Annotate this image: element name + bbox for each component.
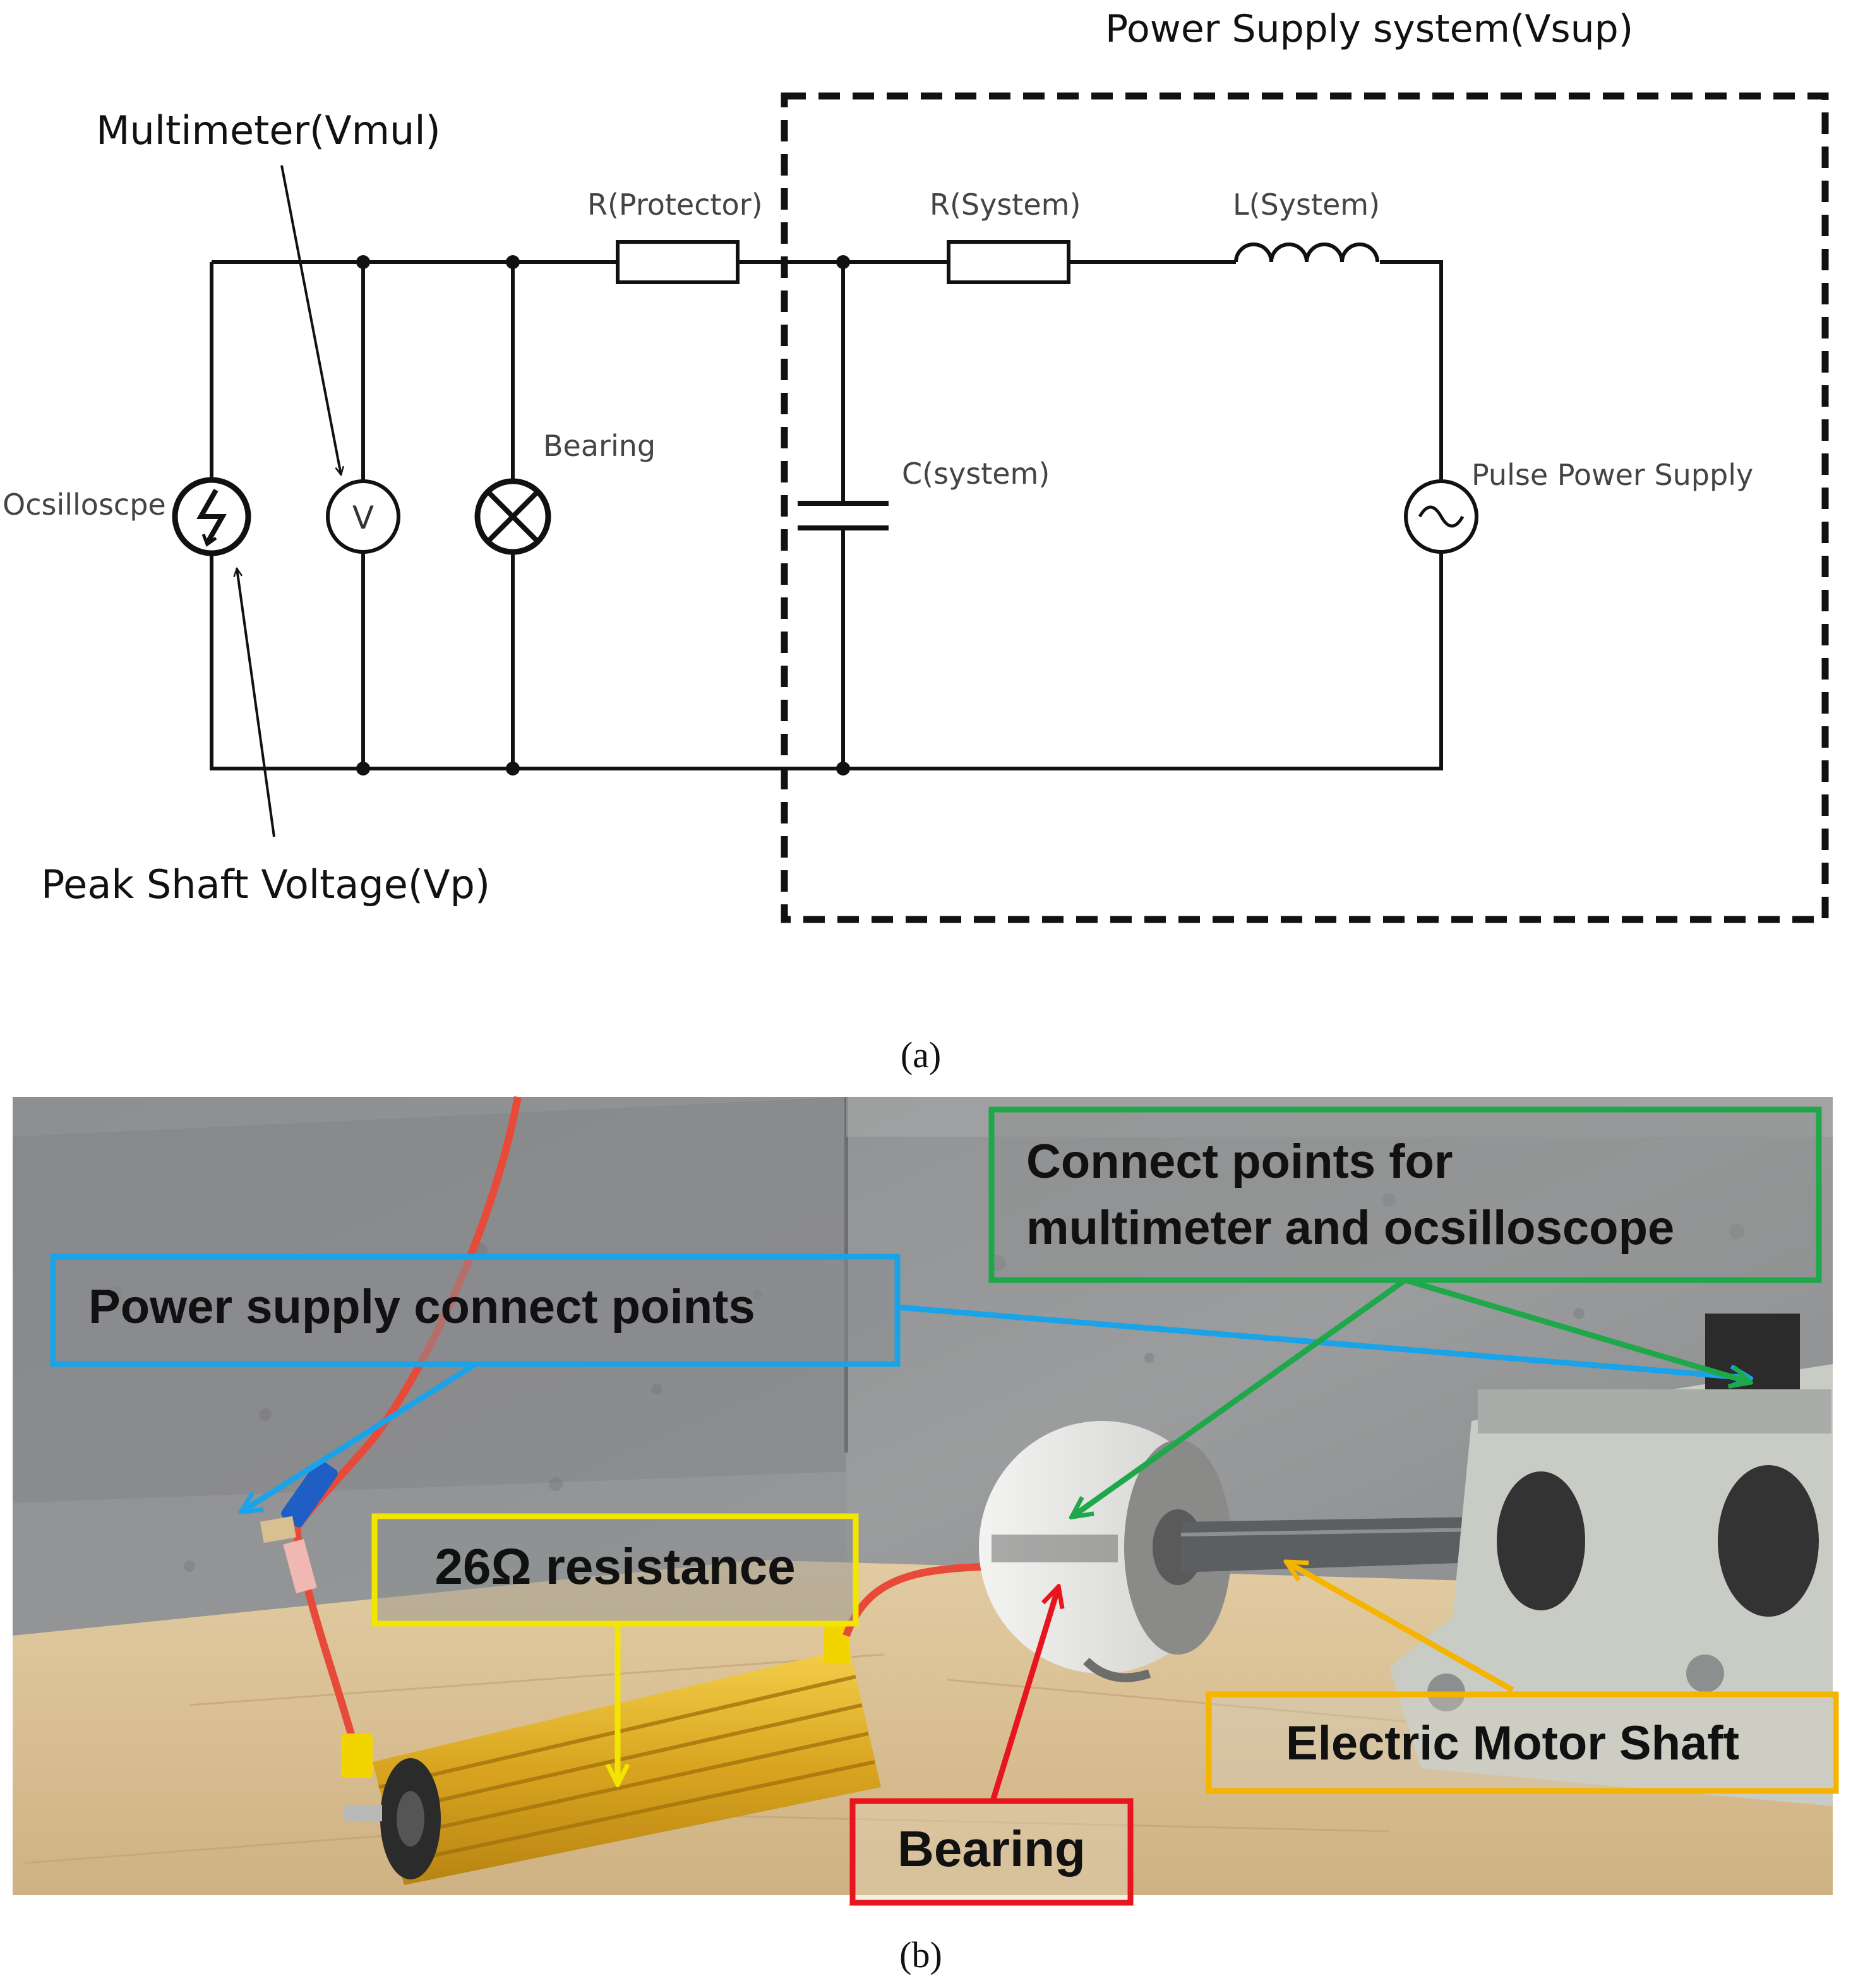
resistor-system: [947, 240, 1070, 284]
oscilloscope-label: Ocsilloscpe: [3, 488, 166, 522]
orange-arrow: [1288, 1563, 1514, 1692]
r-system-label: R(System): [930, 188, 1081, 222]
inductor-system: [1234, 243, 1379, 263]
callout-motor-shaft: Electric Motor Shaft: [1286, 1716, 1739, 1770]
test-rig-photo: Power supply connect points Connect poin…: [13, 1096, 1839, 1906]
power-supply-box-label: Power Supply system(Vsup): [1105, 7, 1633, 51]
l-system-label: L(System): [1233, 188, 1380, 222]
multimeter-label: Multimeter(Vmul): [96, 107, 441, 153]
caption-a: (a): [901, 1034, 941, 1075]
voltmeter-icon: [326, 479, 400, 554]
peak-shaft-arrow: [237, 568, 275, 837]
callout-bearing-box: [849, 1798, 1134, 1906]
callout-resistance-box: [371, 1513, 859, 1627]
power-supply-box: [781, 92, 1829, 923]
yellow-connector-right: [824, 1626, 849, 1664]
callout-connect-points-line1: Connect points for: [1026, 1135, 1453, 1189]
callout-power-supply-box: [50, 1254, 901, 1367]
yellow-connector-left: [341, 1734, 373, 1778]
callout-power-supply: Power supply connect points: [88, 1280, 755, 1334]
circuit-diagram: Power Supply system(Vsup) R(Protector) R: [3, 7, 1829, 1075]
peak-shaft-label: Peak Shaft Voltage(Vp): [41, 861, 490, 907]
junction-dots: [356, 255, 850, 775]
callout-motor-shaft-box: [1206, 1691, 1839, 1794]
callout-connect-points-line2: multimeter and ocsilloscope: [1026, 1201, 1674, 1255]
callout-resistance: 26Ω resistance: [435, 1538, 795, 1595]
blue-connector-left: [281, 1459, 338, 1528]
blue-arrow-left: [243, 1363, 476, 1511]
caption-b: (b): [899, 1934, 942, 1975]
pulse-supply-label: Pulse Power Supply: [1471, 458, 1753, 492]
bearing-circuit-label: Bearing: [543, 429, 656, 463]
voltmeter-symbol: V: [352, 500, 374, 536]
green-arrow-right: [1404, 1277, 1748, 1382]
red-arrow: [990, 1589, 1058, 1802]
green-arrow-left: [1074, 1278, 1407, 1516]
multimeter-arrow: [280, 165, 341, 475]
c-system-label: C(system): [902, 457, 1050, 491]
resistor-protector: [616, 240, 740, 284]
callout-connect-points-box: [988, 1106, 1822, 1283]
blue-arrow-right: [897, 1304, 1748, 1378]
callout-bearing: Bearing: [897, 1821, 1086, 1877]
r-protector-label: R(Protector): [587, 188, 763, 222]
